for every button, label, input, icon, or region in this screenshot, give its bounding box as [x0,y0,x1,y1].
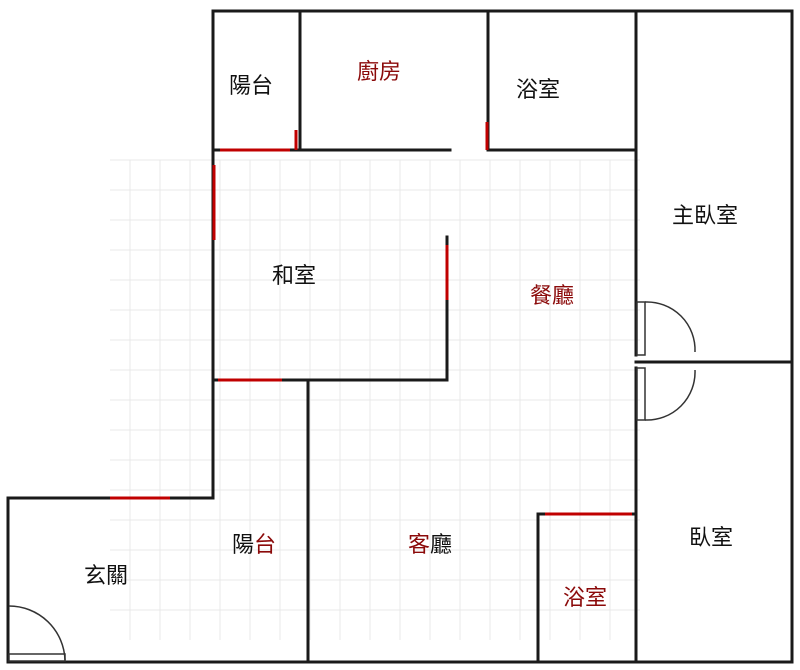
balcony-top-label: 陽台 [229,74,274,99]
door-arc [8,605,66,661]
door-leaf [636,367,646,421]
door-swings [8,301,696,662]
tatami-room-label: 和室 [272,264,317,289]
door-arc [644,369,696,421]
living-room-label-part: 客 [408,533,431,558]
bath-bottom-label: 浴室 [563,586,608,611]
door-marks [110,122,632,516]
door-arc [644,301,696,353]
bedroom-label: 臥室 [689,526,734,551]
living-room-label: 客廳 [408,535,452,557]
balcony-left-label-part: 陽 [232,533,255,558]
door-leaf [636,301,646,356]
foyer-label: 玄關 [84,564,129,589]
door-leaf [8,653,66,662]
living-room-label-part: 廳 [430,533,453,558]
kitchen-label: 廚房 [357,60,402,85]
balcony-left-label: 陽台 [232,535,276,557]
dining-label: 餐廳 [530,284,575,309]
background-grid [110,159,640,640]
bath-top-label: 浴室 [516,78,561,103]
balcony-left-label-part: 台 [254,533,277,558]
master-bedroom-label: 主臥室 [672,204,739,229]
